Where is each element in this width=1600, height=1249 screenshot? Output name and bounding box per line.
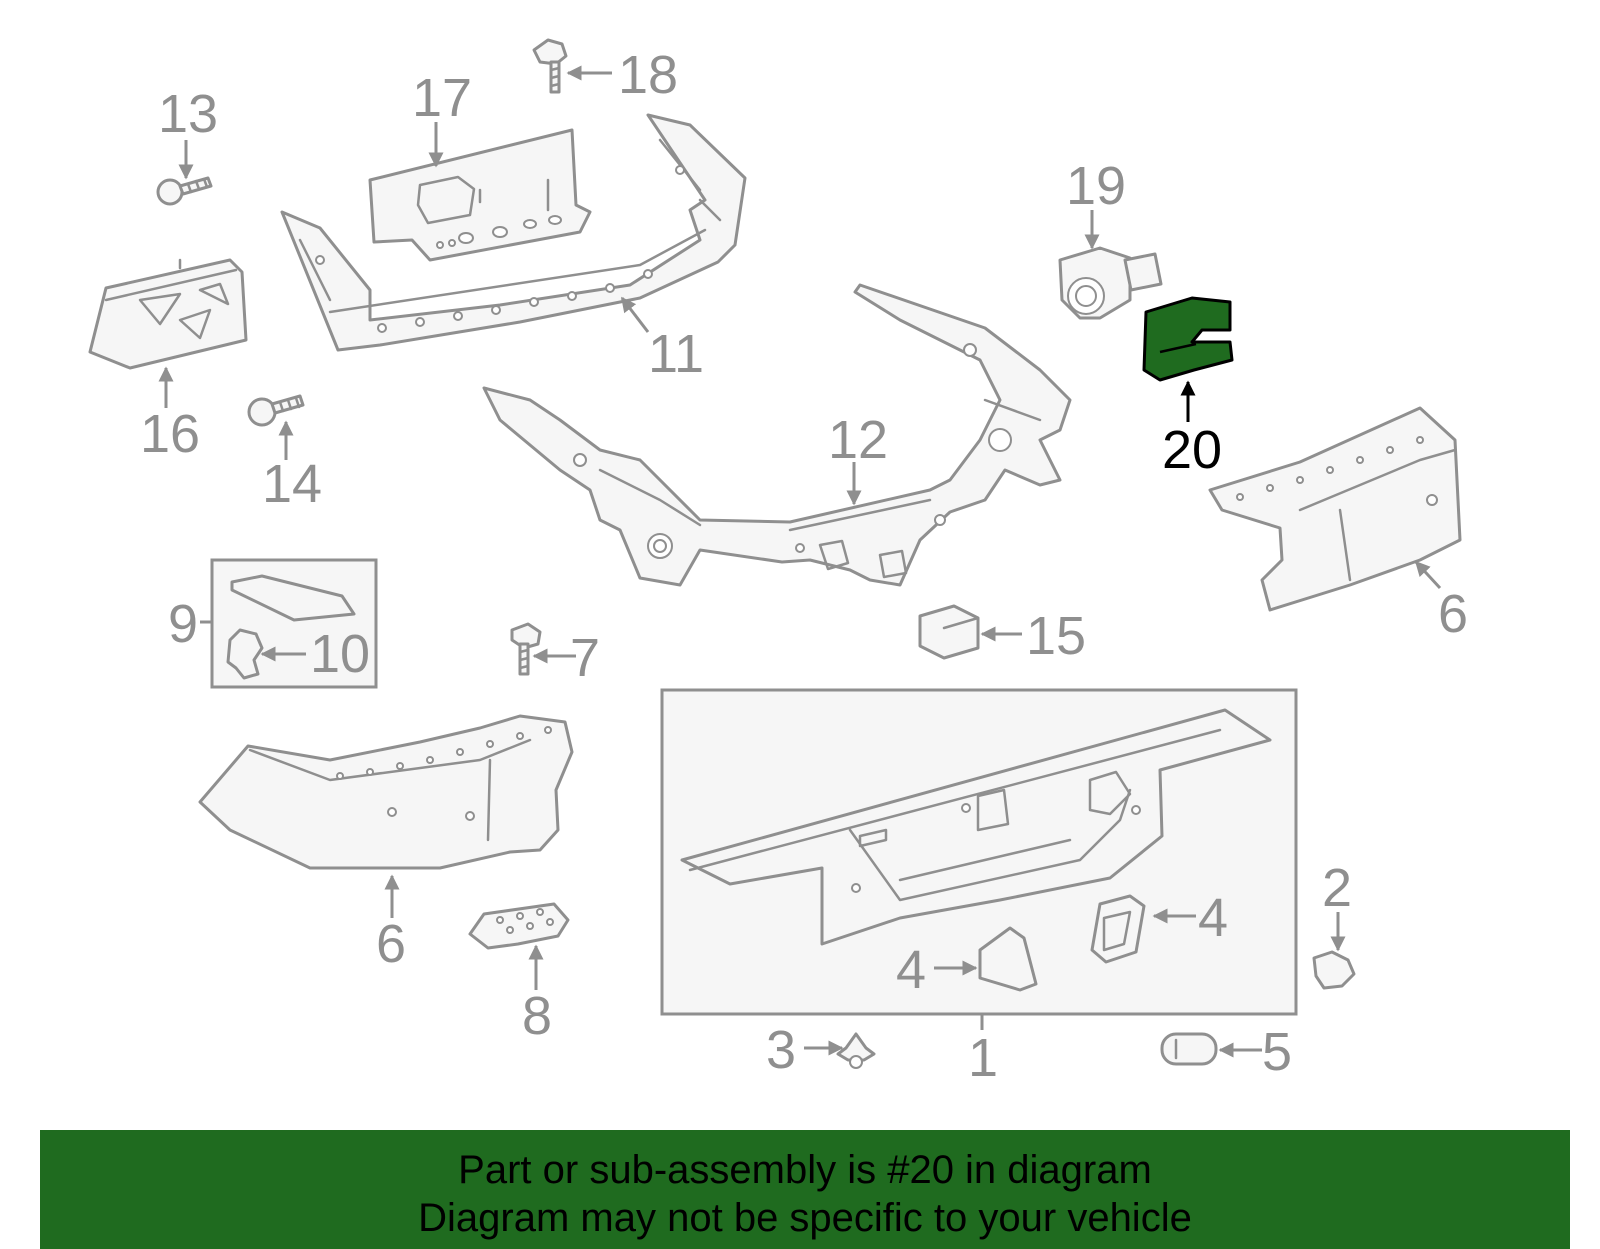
- part-8-bracket: [468, 902, 570, 950]
- callout-19: 19: [1066, 156, 1126, 216]
- parts-diagram: 18 13 17 11 16: [88, 38, 1468, 1088]
- callout-16: 16: [140, 404, 200, 464]
- callout-11: 11: [648, 324, 704, 384]
- part-14-bolt: [247, 394, 305, 427]
- callout-3: 3: [766, 1020, 796, 1080]
- callout-5: 5: [1262, 1022, 1292, 1082]
- part-1-step-bumper: [680, 708, 1272, 946]
- callout-13: 13: [158, 84, 218, 144]
- callout-9: 9: [168, 594, 198, 654]
- part-17-plate: [368, 128, 592, 262]
- callout-20: 20: [1162, 420, 1222, 480]
- callout-17: 17: [412, 68, 472, 128]
- part-18-bolt: [532, 38, 568, 94]
- part-19-sensor: [1058, 246, 1163, 320]
- callout-14: 14: [262, 454, 322, 514]
- callout-10: 10: [310, 624, 370, 684]
- part-15-plug: [918, 604, 980, 660]
- part-9-pad: [230, 574, 356, 622]
- callout-18: 18: [618, 45, 678, 105]
- part-3-pin: [836, 1032, 876, 1069]
- part-13-bolt: [156, 176, 213, 206]
- callout-8: 8: [522, 986, 552, 1046]
- part-5-cap: [1160, 1032, 1218, 1066]
- callout-6-left: 6: [376, 914, 406, 974]
- part-12-hitch: [482, 283, 1072, 587]
- part-4-cover-right: [1090, 894, 1146, 964]
- part-20-highlighted-bracket: [1142, 296, 1234, 382]
- banner-line-1: Part or sub-assembly is #20 in diagram: [458, 1148, 1152, 1192]
- part-16-bracket: [88, 258, 248, 370]
- banner-line-2: Diagram may not be specific to your vehi…: [418, 1196, 1192, 1240]
- callout-2: 2: [1322, 858, 1352, 918]
- callout-4-right: 4: [1198, 888, 1228, 948]
- callout-12: 12: [828, 410, 888, 470]
- callout-7: 7: [570, 628, 600, 688]
- part-4-cover-left: [978, 926, 1038, 992]
- part-2-clip: [1312, 950, 1356, 990]
- part-10-clip: [226, 628, 264, 680]
- part-6-bumper-end-left: [198, 714, 574, 870]
- callout-15: 15: [1026, 606, 1086, 666]
- arrow-6-right: [1414, 560, 1442, 590]
- callout-4-left: 4: [896, 940, 926, 1000]
- info-banner: Part or sub-assembly is #20 in diagram D…: [40, 1130, 1570, 1249]
- arrow-11: [620, 296, 650, 333]
- part-7-bolt: [510, 622, 542, 676]
- callout-1: 1: [968, 1028, 998, 1088]
- part-11-crossmember: [280, 113, 747, 352]
- callout-6-right: 6: [1438, 584, 1468, 644]
- part-6-bumper-end-right: [1208, 406, 1462, 612]
